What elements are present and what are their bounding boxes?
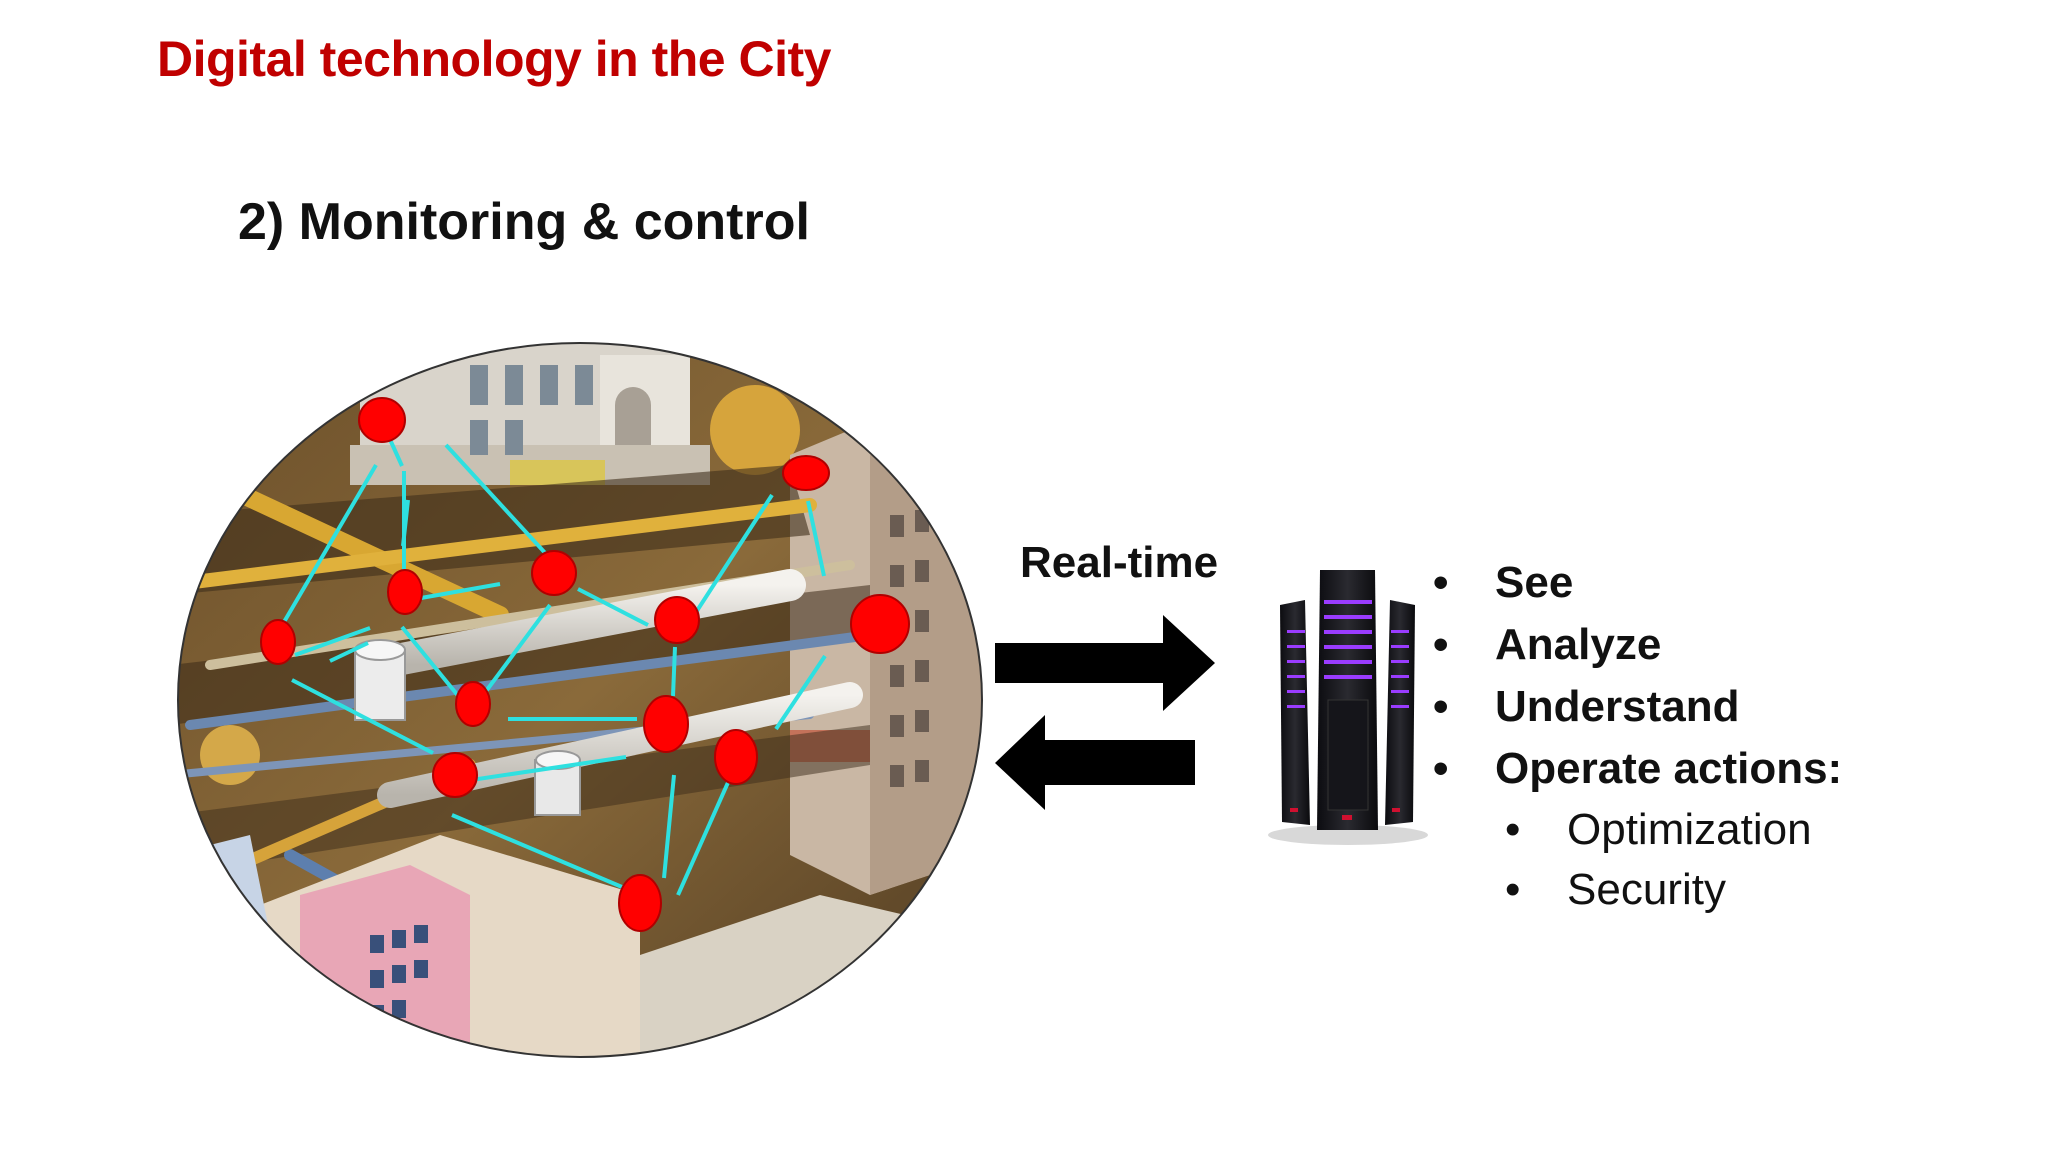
sensor-node bbox=[618, 874, 662, 932]
capability-label: Analyze bbox=[1495, 620, 1662, 669]
bidirectional-arrows-icon bbox=[995, 615, 1215, 810]
capability-understand: • Understand bbox=[1433, 676, 1842, 738]
capability-list: • See • Analyze • Understand • Operate a… bbox=[1433, 552, 1842, 800]
action-optimization: • Optimization bbox=[1505, 800, 1812, 860]
city-sensor-network-illustration bbox=[177, 342, 983, 1058]
sensor-node bbox=[358, 397, 406, 443]
sensor-node bbox=[643, 695, 689, 753]
bullet-icon: • bbox=[1505, 805, 1521, 854]
sensor-node bbox=[260, 619, 296, 665]
slide-subtitle: 2) Monitoring & control bbox=[238, 193, 810, 251]
sensor-node bbox=[714, 729, 758, 785]
arrow-left-icon bbox=[995, 715, 1195, 810]
capability-label: Operate actions: bbox=[1495, 744, 1843, 793]
arrow-right-icon bbox=[995, 615, 1215, 711]
sensor-node bbox=[782, 455, 830, 491]
sensor-node bbox=[654, 596, 700, 644]
sensor-node bbox=[387, 569, 423, 615]
slide-title: Digital technology in the City bbox=[157, 31, 831, 87]
bullet-icon: • bbox=[1433, 744, 1449, 793]
sensor-node bbox=[531, 550, 577, 596]
capability-operate-actions: • Operate actions: bbox=[1433, 738, 1842, 800]
bullet-icon: • bbox=[1433, 620, 1449, 669]
sensor-node bbox=[455, 681, 491, 727]
action-security: • Security bbox=[1505, 860, 1812, 920]
server-tower-icon bbox=[1268, 570, 1428, 845]
capability-label: Understand bbox=[1495, 682, 1740, 731]
bullet-icon: • bbox=[1433, 558, 1449, 607]
sensor-node bbox=[850, 594, 910, 654]
action-label: Optimization bbox=[1567, 805, 1812, 854]
action-label: Security bbox=[1567, 865, 1726, 914]
capability-analyze: • Analyze bbox=[1433, 614, 1842, 676]
action-list: • Optimization • Security bbox=[1433, 800, 1812, 920]
realtime-label: Real-time bbox=[1020, 538, 1219, 587]
bullet-icon: • bbox=[1433, 682, 1449, 731]
sensor-nodes bbox=[260, 397, 910, 932]
capability-label: See bbox=[1495, 558, 1574, 607]
city-illustration bbox=[178, 343, 982, 1057]
bullet-icon: • bbox=[1505, 865, 1521, 914]
capability-see: • See bbox=[1433, 552, 1842, 614]
sensor-node bbox=[432, 752, 478, 798]
